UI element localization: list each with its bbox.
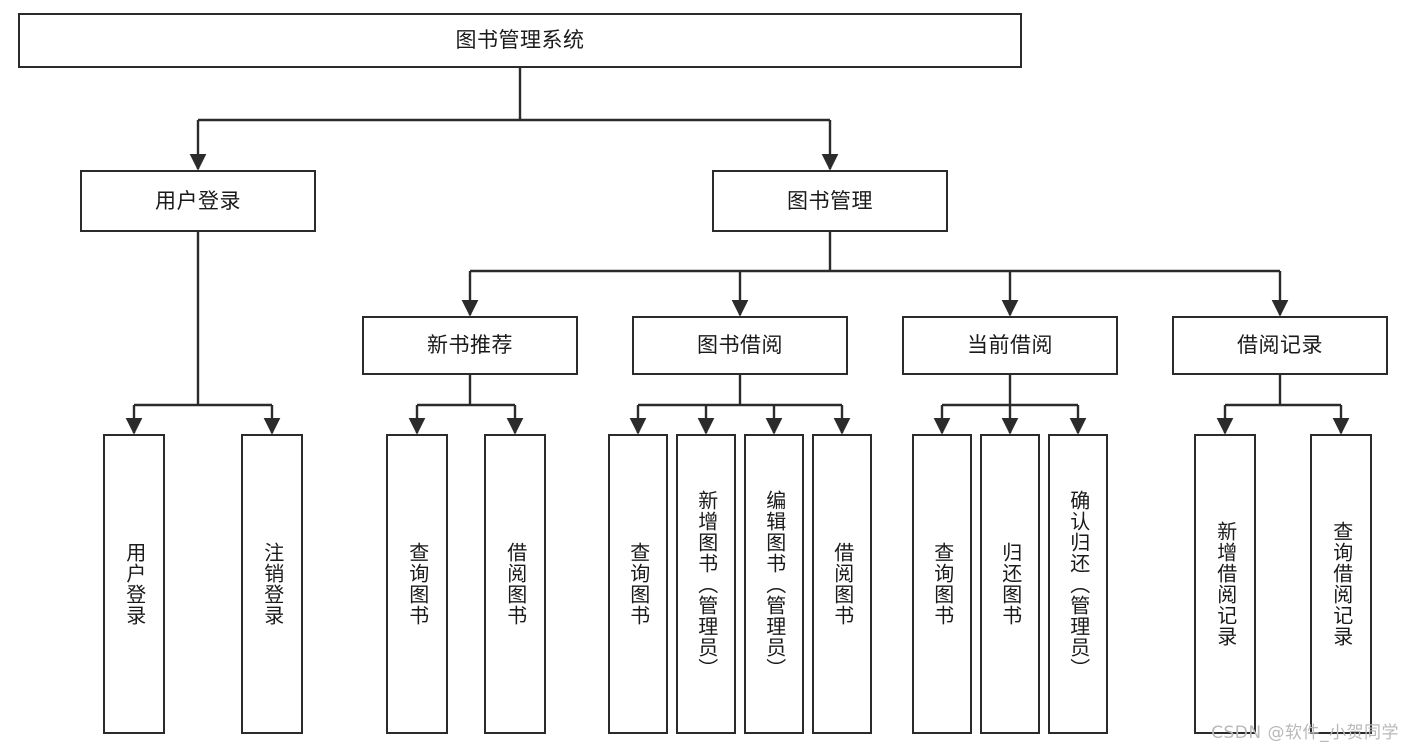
node-leaf-recommend-query-book[interactable]: 查询图书 <box>386 434 448 734</box>
node-borrow-record-label: 借阅记录 <box>1237 333 1323 358</box>
node-leaf-logout[interactable]: 注销登录 <box>241 434 303 734</box>
node-leaf-recommend-borrow-book-label: 借阅图书 <box>503 542 528 626</box>
node-leaf-borrow-add-book[interactable]: 新增图书（管理员） <box>676 434 736 734</box>
node-new-book-recommend[interactable]: 新书推荐 <box>362 316 578 375</box>
node-book-borrow[interactable]: 图书借阅 <box>632 316 848 375</box>
node-leaf-record-query[interactable]: 查询借阅记录 <box>1310 434 1372 734</box>
watermark: CSDN @软件_小贺同学 <box>1211 723 1399 743</box>
node-leaf-record-query-label: 查询借阅记录 <box>1329 521 1354 647</box>
node-root-label: 图书管理系统 <box>455 28 585 53</box>
node-leaf-borrow-borrow-book-label: 借阅图书 <box>830 542 855 626</box>
node-borrow-record[interactable]: 借阅记录 <box>1172 316 1388 375</box>
node-leaf-recommend-borrow-book[interactable]: 借阅图书 <box>484 434 546 734</box>
node-leaf-current-confirm-return[interactable]: 确认归还（管理员） <box>1048 434 1108 734</box>
node-user-login[interactable]: 用户登录 <box>80 170 316 232</box>
node-leaf-recommend-query-book-label: 查询图书 <box>405 542 430 626</box>
node-leaf-borrow-query-book[interactable]: 查询图书 <box>608 434 668 734</box>
node-leaf-record-add-label: 新增借阅记录 <box>1213 521 1238 647</box>
node-root[interactable]: 图书管理系统 <box>18 13 1022 68</box>
node-leaf-borrow-query-book-label: 查询图书 <box>626 542 651 626</box>
node-leaf-current-return-book[interactable]: 归还图书 <box>980 434 1040 734</box>
node-leaf-record-add[interactable]: 新增借阅记录 <box>1194 434 1256 734</box>
node-leaf-current-query-book-label: 查询图书 <box>930 542 955 626</box>
node-leaf-current-return-book-label: 归还图书 <box>998 542 1023 626</box>
node-leaf-borrow-edit-book-label: 编辑图书（管理员） <box>762 489 787 679</box>
node-leaf-borrow-borrow-book[interactable]: 借阅图书 <box>812 434 872 734</box>
node-book-management[interactable]: 图书管理 <box>712 170 948 232</box>
node-leaf-current-confirm-return-label: 确认归还（管理员） <box>1066 489 1091 679</box>
node-leaf-logout-label: 注销登录 <box>260 542 285 626</box>
node-new-book-recommend-label: 新书推荐 <box>427 333 513 358</box>
node-book-management-label: 图书管理 <box>787 188 873 213</box>
node-leaf-current-query-book[interactable]: 查询图书 <box>912 434 972 734</box>
node-book-borrow-label: 图书借阅 <box>697 333 783 358</box>
node-current-borrow[interactable]: 当前借阅 <box>902 316 1118 375</box>
node-user-login-label: 用户登录 <box>155 188 241 213</box>
node-current-borrow-label: 当前借阅 <box>967 333 1053 358</box>
node-leaf-borrow-add-book-label: 新增图书（管理员） <box>694 489 719 679</box>
node-leaf-user-login-label: 用户登录 <box>122 542 147 626</box>
node-leaf-borrow-edit-book[interactable]: 编辑图书（管理员） <box>744 434 804 734</box>
node-leaf-user-login[interactable]: 用户登录 <box>103 434 165 734</box>
